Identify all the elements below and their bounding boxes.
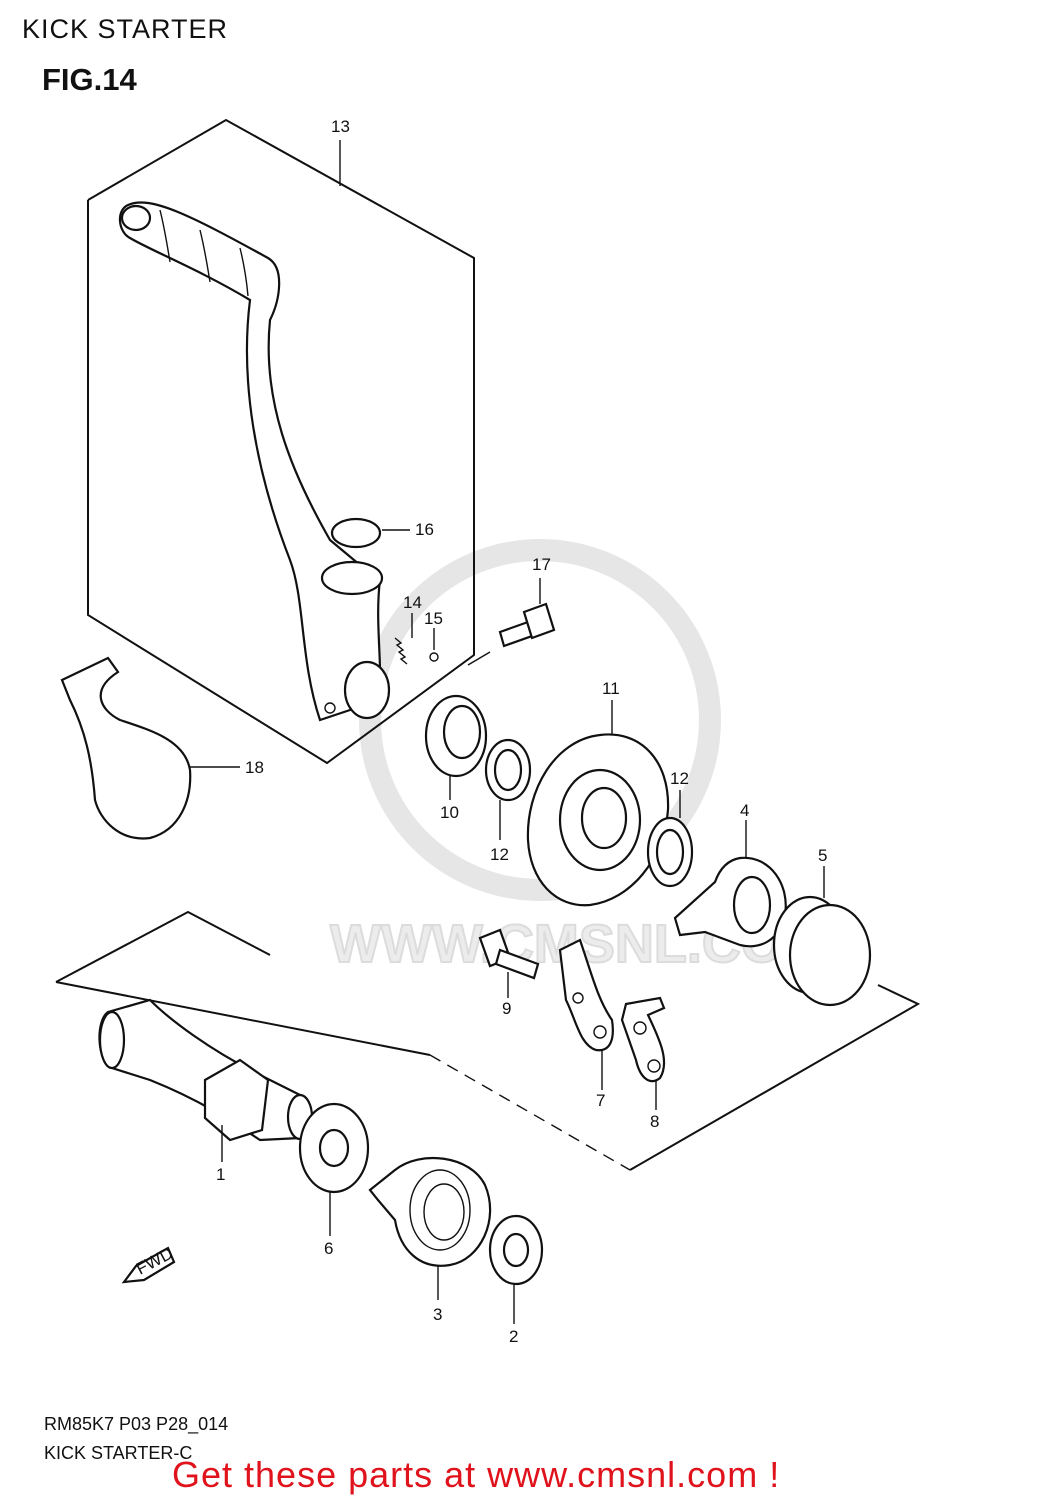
callout-8: 8 [650, 1112, 659, 1131]
kick-spring [368, 1156, 492, 1300]
callout-15: 15 [424, 609, 443, 628]
section-title: KICK STARTER [22, 14, 229, 44]
callout-12-left: 12 [490, 845, 509, 864]
kick-lever [118, 201, 391, 722]
callout-3: 3 [433, 1305, 442, 1324]
lever-boot [60, 656, 240, 840]
callout-2: 2 [509, 1327, 518, 1346]
callout-16: 16 [415, 520, 434, 539]
oil-seal [424, 694, 488, 800]
ratchet-spring [772, 866, 872, 1007]
figure-label: FIG.14 [42, 62, 137, 97]
forward-direction-marker: FWD [121, 1244, 176, 1284]
spring-and-ball [394, 613, 439, 665]
callout-14: 14 [403, 593, 422, 612]
bolt-17 [467, 578, 556, 666]
stopper-plate [620, 996, 666, 1110]
callout-10: 10 [440, 803, 459, 822]
callout-11: 11 [602, 679, 620, 698]
circlip [330, 517, 410, 549]
washer-left [484, 738, 532, 840]
lever-group-frame [87, 118, 475, 765]
kick-gear [526, 700, 670, 907]
callout-9: 9 [502, 999, 511, 1018]
callout-4: 4 [740, 801, 749, 820]
kick-shaft [98, 998, 314, 1162]
callout-18: 18 [245, 758, 264, 777]
callout-17: 17 [532, 555, 551, 574]
diagram-subtitle: KICK STARTER-C [44, 1443, 193, 1463]
guide-plate [558, 938, 614, 1090]
shaft-washer [298, 1102, 370, 1236]
callout-1: 1 [216, 1165, 225, 1184]
shaft-group-frame [55, 910, 921, 1171]
washer-right [646, 790, 694, 888]
callout-5: 5 [818, 846, 827, 865]
callout-12-right: 12 [670, 769, 689, 788]
bolt-9 [478, 928, 540, 998]
callout-13: 13 [331, 117, 350, 136]
callout-6: 6 [324, 1239, 333, 1258]
spring-collar [488, 1214, 544, 1324]
diagram-code: RM85K7 P03 P28_014 [44, 1414, 229, 1434]
callout-7: 7 [596, 1091, 605, 1110]
ratchet [673, 820, 787, 948]
callout-labels: 13 16 17 14 15 11 18 12 10 4 12 5 9 7 8 … [216, 117, 827, 1346]
cta-link-text[interactable]: Get these parts at www.cmsnl.com ! [172, 1454, 781, 1495]
